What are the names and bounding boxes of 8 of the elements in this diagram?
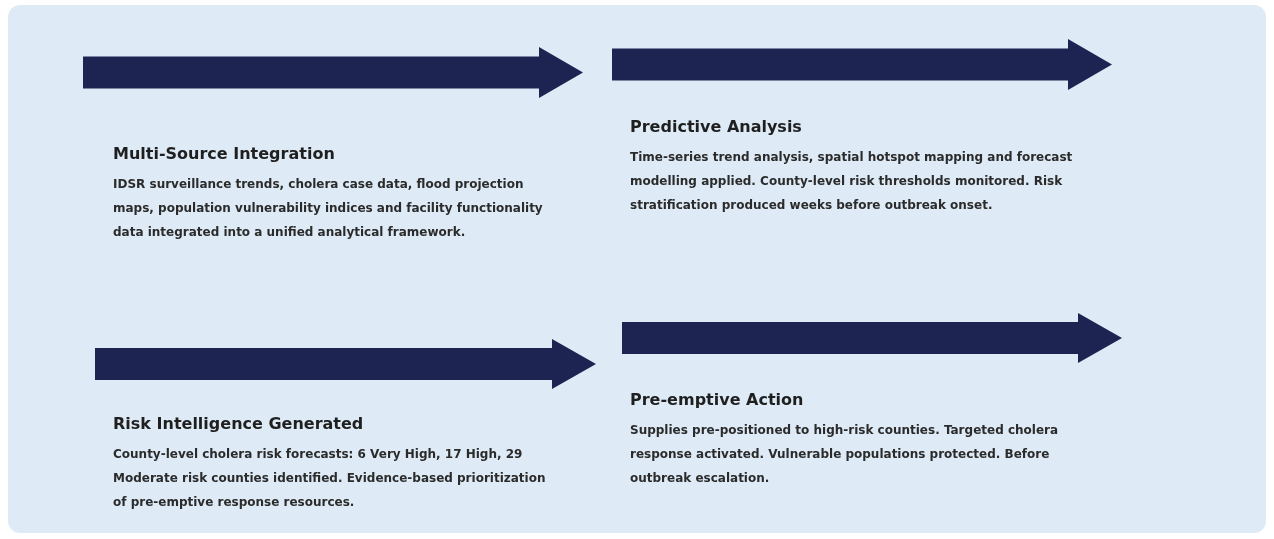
step-heading: Risk Intelligence Generated xyxy=(113,413,365,435)
step-description: IDSR surveillance trends, cholera case data, flood projection maps, population vulnerability indices and facility functionality data integrated into a unified analytical framework. xyxy=(113,176,544,241)
step-description: Supplies pre-positioned to high-risk counties. Targeted cholera response activated. Vulnerable populations protected. Before outbreak escalation. xyxy=(630,422,1060,487)
step-heading: Predictive Analysis xyxy=(630,116,803,138)
step-heading: Pre-emptive Action xyxy=(630,389,805,411)
step-description: County-level cholera risk forecasts: 6 Very High, 17 High, 29 Moderate risk counties identified. Evidence-based prioritization of pre-emptive response resources. xyxy=(113,446,547,511)
step-heading: Multi-Source Integration xyxy=(113,143,336,165)
step-description: Time-series trend analysis, spatial hotspot mapping and forecast modelling applied. County-level risk thresholds monitored. Risk stratification produced weeks before outbreak onset. xyxy=(630,149,1074,214)
